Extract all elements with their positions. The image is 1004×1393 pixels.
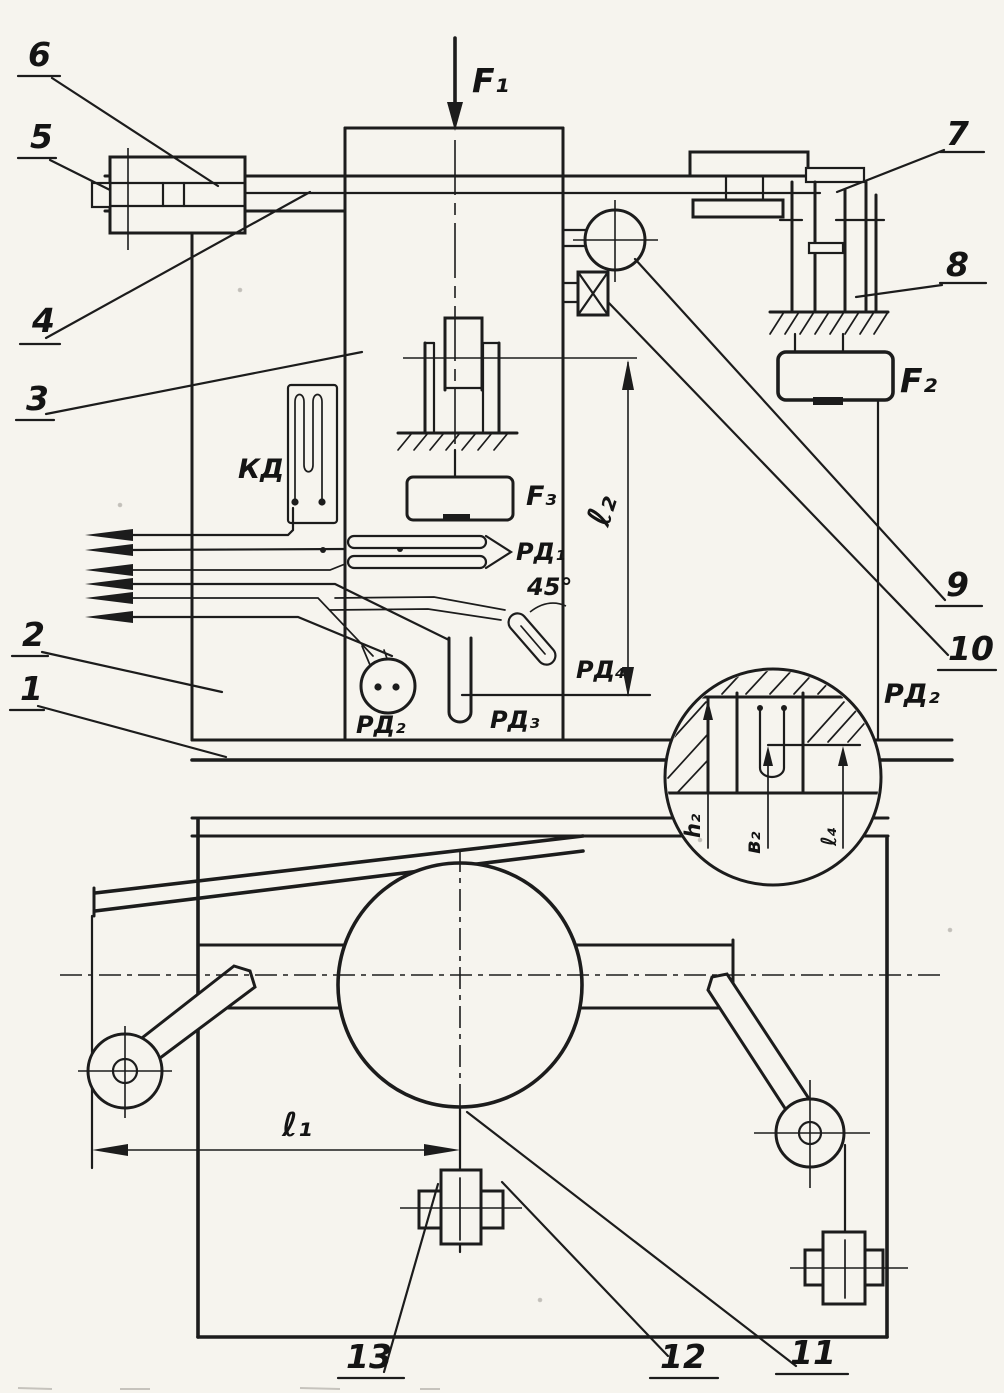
inset-dim-arrows <box>703 700 848 849</box>
callout-13-number: 13 <box>346 1337 392 1376</box>
label-rd2: РД₂ <box>356 711 406 739</box>
right-weight <box>790 1143 908 1306</box>
piston-ground-hatch <box>396 431 519 451</box>
label-inset-l4: ℓ₄ <box>817 827 841 847</box>
callout-11-number: 11 <box>790 1333 836 1372</box>
label-inset-h2: h₂ <box>681 813 705 838</box>
weight-f3 <box>405 448 515 522</box>
leader-10 <box>606 300 950 657</box>
callout-10-number: 10 <box>948 629 994 668</box>
sensor-rd3 <box>447 636 473 724</box>
callout-8: 8 <box>854 245 988 299</box>
bottom-frame <box>196 818 889 1339</box>
center-adjuster <box>400 1106 522 1254</box>
left-roller <box>78 1026 172 1118</box>
callout-2-number: 2 <box>22 615 45 654</box>
callout-4-number: 4 <box>31 301 55 340</box>
callout-2: 2 <box>10 615 224 694</box>
centerlines <box>60 850 945 1108</box>
callout-4: 4 <box>18 190 312 346</box>
sensor-rd4 <box>507 602 567 666</box>
left-clamp <box>90 148 247 250</box>
inset-detail-rd2: h₂ в₂ ℓ₄ <box>663 667 883 887</box>
label-f2: F₂ <box>900 361 938 400</box>
dimension-l1 <box>92 1144 460 1156</box>
label-l2: ℓ₂ <box>578 489 625 531</box>
callout-12-number: 12 <box>660 1337 706 1376</box>
right-pulley <box>754 1080 870 1188</box>
callout-11: 11 <box>465 1110 850 1376</box>
label-rd3: РД₃ <box>490 706 540 734</box>
right-ground-hatch <box>768 310 890 335</box>
callout-5: 5 <box>16 117 112 192</box>
sensor-rd1 <box>346 534 514 570</box>
right-spring-frame <box>778 180 886 312</box>
callout-1: 1 <box>8 669 228 759</box>
callout-13: 13 <box>336 1182 440 1380</box>
callout-8-number: 8 <box>946 245 969 284</box>
label-rd2-inset: РД₂ <box>884 679 940 710</box>
label-f3: F₃ <box>526 481 556 512</box>
label-kd: КД <box>238 454 284 485</box>
sloped-guide <box>90 834 585 1170</box>
scan-noise <box>17 287 953 1390</box>
callout-9-number: 9 <box>946 565 969 604</box>
callout-3: 3 <box>14 350 364 422</box>
callout-9: 9 <box>934 565 984 608</box>
label-rd1: РД₁ <box>516 538 565 566</box>
sensor-rd2 <box>359 645 417 715</box>
top-pulley <box>561 200 658 282</box>
callout-3-number: 3 <box>26 379 49 418</box>
weight-f2 <box>776 332 895 742</box>
callout-6: 6 <box>16 35 220 188</box>
callout-1-number: 1 <box>20 669 43 708</box>
piston-assembly <box>403 316 637 435</box>
dimension-l2 <box>460 360 652 697</box>
label-f1: F₁ <box>472 61 509 100</box>
force-f1-arrow <box>447 36 463 131</box>
label-angle-45: 45° <box>526 573 572 601</box>
callout-7-number: 7 <box>946 114 969 153</box>
sensor-lead-wires <box>85 506 506 658</box>
bearing-block <box>561 270 610 317</box>
leader-9 <box>633 257 947 602</box>
callout-12: 12 <box>500 1180 720 1380</box>
callout-6-number: 6 <box>28 35 51 74</box>
sensor-kd <box>286 383 339 525</box>
callout-7: 7 <box>835 114 986 194</box>
inset-gauge <box>757 705 787 779</box>
label-l1: ℓ₁ <box>281 1105 312 1144</box>
callout-10: 10 <box>936 629 998 672</box>
callout-5-number: 5 <box>30 117 53 156</box>
label-inset-v2: в₂ <box>741 831 765 854</box>
label-rd4: РД₄ <box>576 656 625 684</box>
right-clamp <box>688 150 866 219</box>
